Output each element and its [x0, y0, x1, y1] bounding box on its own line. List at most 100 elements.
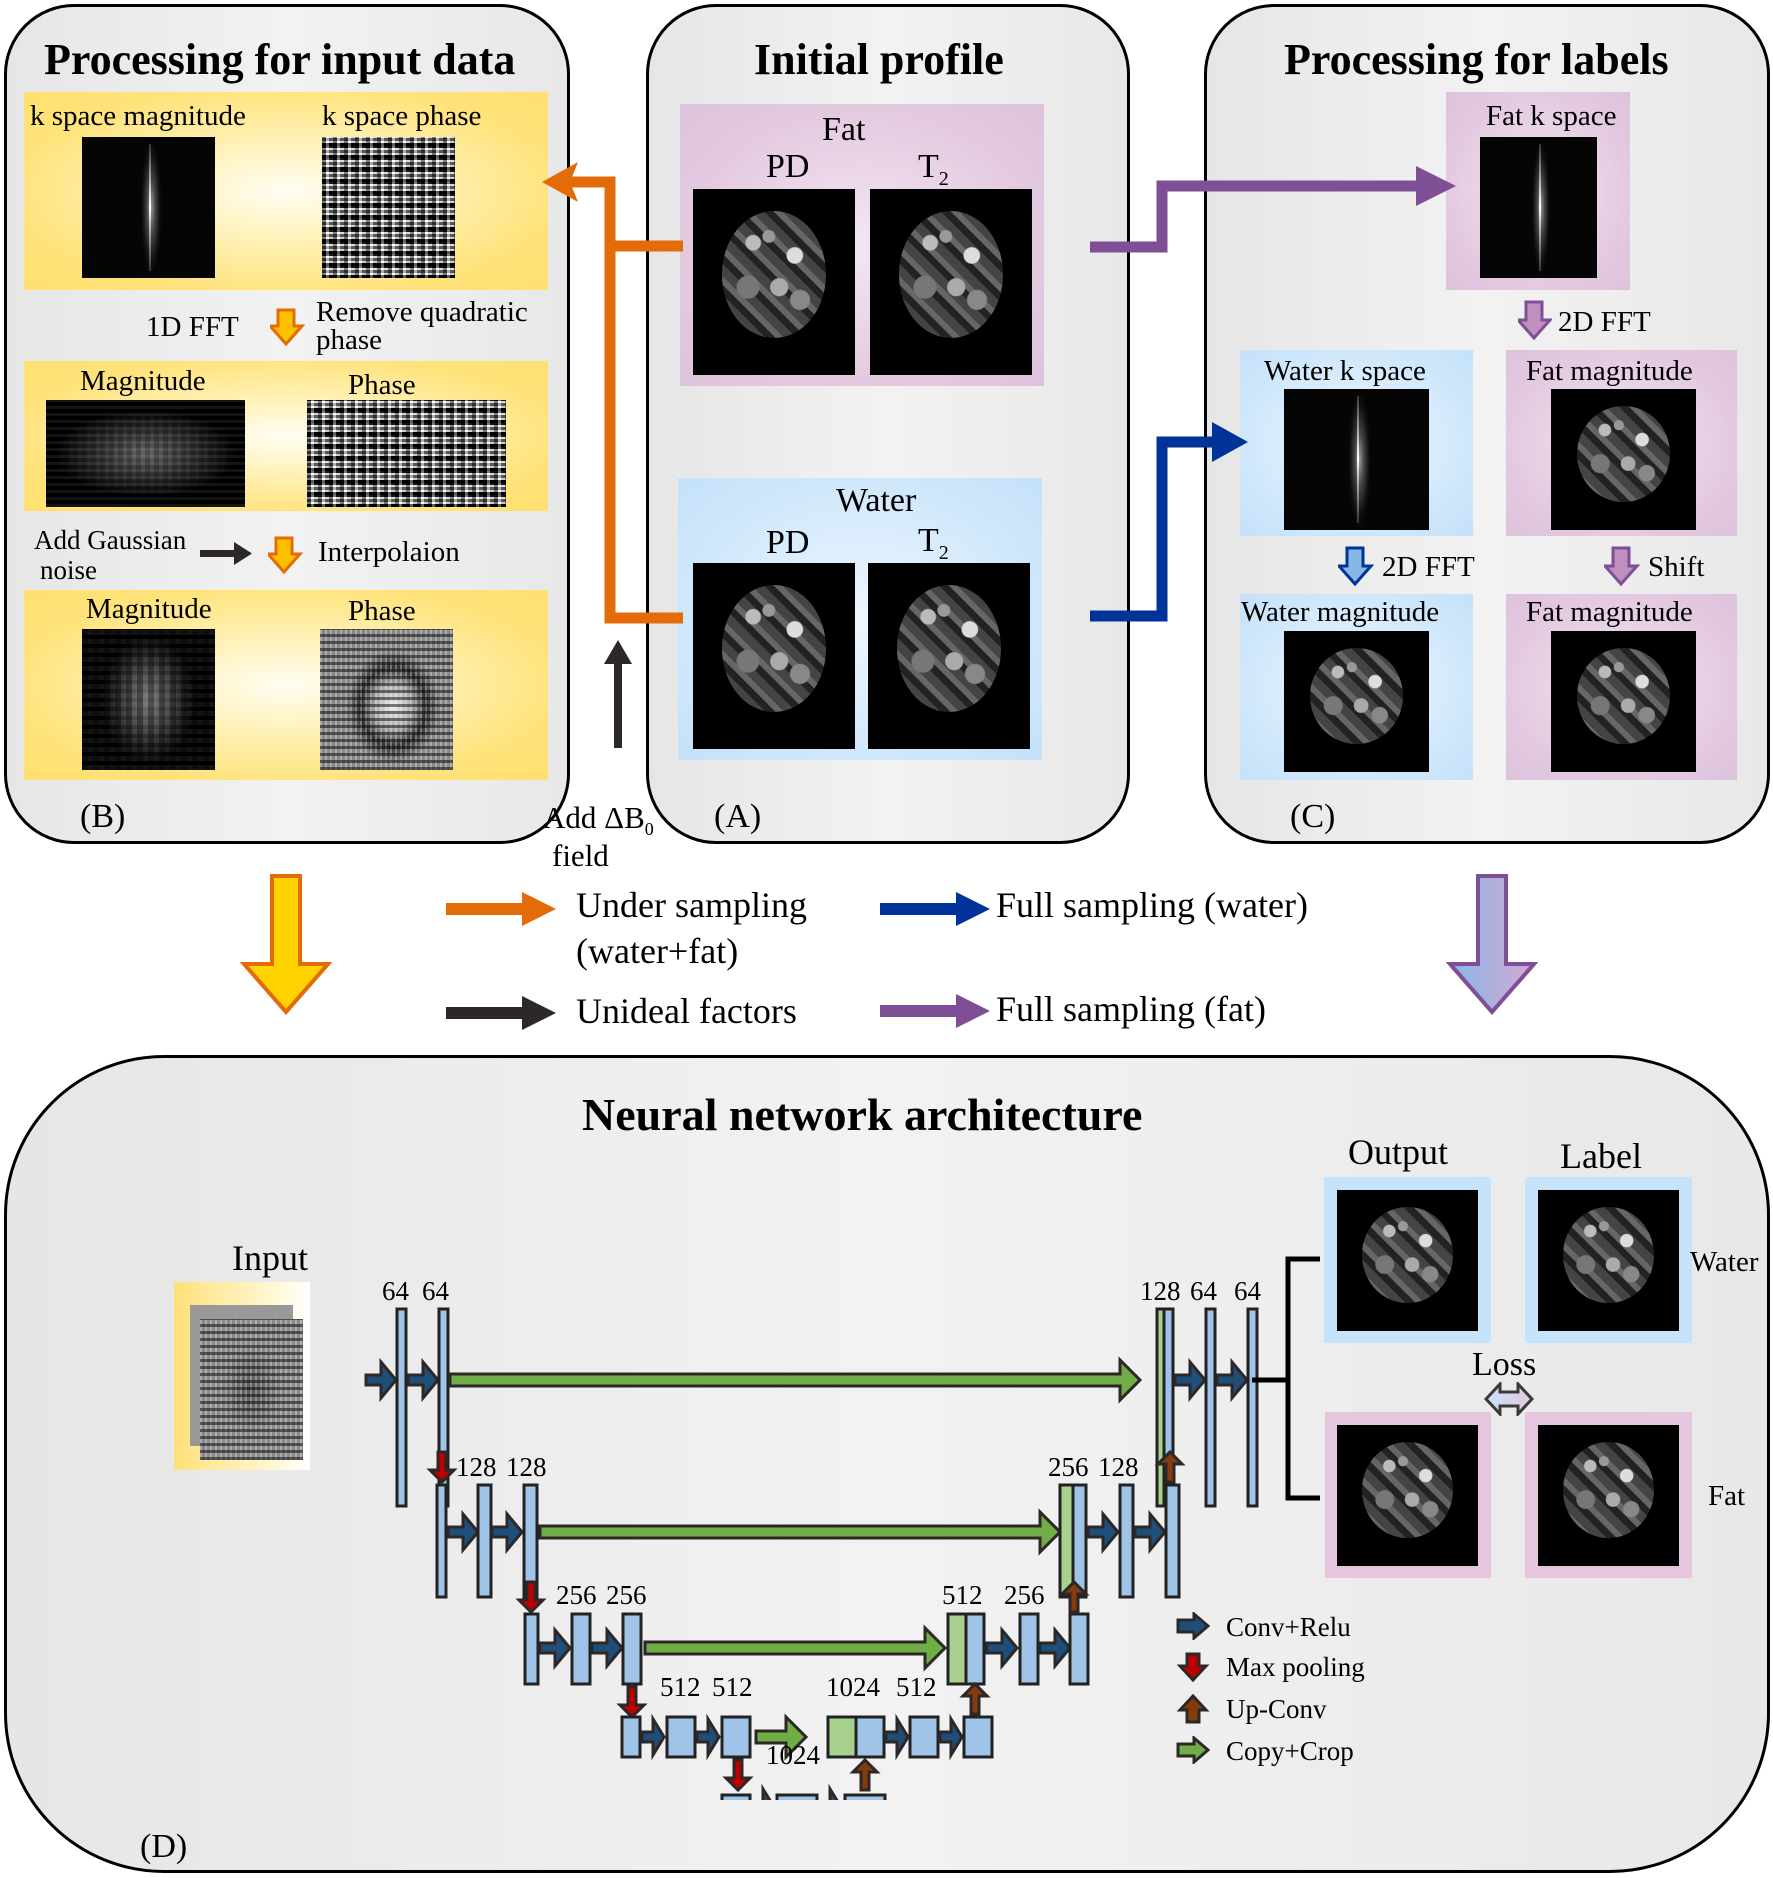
- big-down-arrow-yellow-icon: [240, 874, 332, 1016]
- copy-crop-arrow-icon: [1176, 1734, 1211, 1769]
- feature-map: [964, 1612, 986, 1686]
- unideal-up-arrow-icon: [604, 640, 632, 748]
- loss-label: Loss: [1472, 1346, 1537, 1383]
- panel-c-title: Processing for labels: [1284, 35, 1669, 84]
- conv-relu-arrow: [884, 1713, 910, 1761]
- feature-map: [665, 1715, 697, 1759]
- water-fft-label: 2D FFT: [1382, 551, 1475, 583]
- fat-output-label: Fat: [1708, 1480, 1746, 1512]
- t2-text: T: [918, 522, 939, 559]
- t2-subscript: 2: [938, 541, 949, 564]
- up-conv-arrow-icon: [1176, 1693, 1210, 1729]
- feature-map: [843, 1793, 887, 1800]
- panel-a-letter: (A): [714, 798, 762, 835]
- panel-d-title: Neural network architecture: [582, 1089, 1143, 1140]
- dec3-ch-1: 512: [942, 1580, 983, 1610]
- fat-magnitude-label-1: Fat magnitude: [1526, 355, 1693, 387]
- under-sampling-flow-arrow: [542, 162, 683, 624]
- kspace-phase-label: k space phase: [322, 100, 482, 132]
- up-conv-arrow: [1058, 1579, 1090, 1614]
- unet-legend-label: Conv+Relu: [1226, 1612, 1351, 1642]
- fat-t2-label: T2: [918, 150, 949, 189]
- conv-relu-arrow: [695, 1713, 721, 1761]
- phase-image-1: [307, 400, 506, 507]
- up-conv-arrow: [1154, 1449, 1186, 1484]
- loss-double-arrow-icon: [1484, 1382, 1534, 1416]
- copy-crop-arrow: [643, 1624, 948, 1672]
- label-water-image: [1538, 1190, 1679, 1331]
- conv-relu-arrow: [1215, 1357, 1249, 1403]
- fat-magnitude-label-2: Fat magnitude: [1526, 596, 1693, 628]
- feature-map: [523, 1612, 540, 1686]
- output-bracket: [1252, 1256, 1320, 1501]
- legend-unideal-arrow-icon: [446, 996, 556, 1030]
- feature-map: [1164, 1483, 1181, 1599]
- panel-c-letter: (C): [1290, 798, 1336, 835]
- dec3-ch-2: 256: [1004, 1580, 1045, 1610]
- fat-kspace-image: [1480, 137, 1597, 278]
- legend-under-sampling-label-2: (water+fat): [576, 931, 739, 971]
- conv-relu-arrow: [985, 1625, 1019, 1671]
- up-conv-arrow: [959, 1681, 991, 1716]
- conv-relu-arrow: [761, 1783, 772, 1800]
- conv-relu-arrow: [590, 1625, 624, 1671]
- fft-1d-label: 1D FFT: [146, 311, 239, 343]
- unet-legend-label: Max pooling: [1226, 1652, 1365, 1682]
- phase-label-2: Phase: [348, 595, 416, 627]
- fat-title: Fat: [822, 111, 866, 148]
- interpolation-label: Interpolaion: [318, 536, 460, 568]
- phase-image-2: [320, 629, 453, 770]
- noise-arrow-icon: [200, 542, 252, 565]
- panel-d-letter: (D): [140, 1828, 188, 1865]
- feature-map: [1204, 1307, 1217, 1508]
- water-kspace-image: [1284, 389, 1429, 530]
- feature-map-copied: [826, 1715, 858, 1759]
- water-t2-image: [868, 563, 1030, 749]
- delta-b0-label: Add ΔB0: [543, 802, 654, 838]
- feature-map: [395, 1307, 408, 1508]
- conv-relu-arrow: [1133, 1509, 1167, 1555]
- legend-under-sampling-label: Under sampling: [576, 885, 807, 925]
- conv-relu-arrow: [446, 1509, 480, 1555]
- enc1-ch-1: 64: [382, 1276, 409, 1306]
- magnitude-image-2: [82, 629, 215, 770]
- full-sampling-water-flow-arrow: [1090, 422, 1248, 622]
- conv-relu-arrow: [640, 1713, 666, 1761]
- delta-b0-text: Add ΔB: [543, 800, 645, 835]
- legend-full-water-arrow-icon: [880, 892, 990, 926]
- input-image-front: [200, 1319, 303, 1460]
- panel-a-title: Initial profile: [754, 35, 1004, 84]
- conv-relu-arrow-icon: [1176, 1610, 1211, 1645]
- panel-b-letter: (B): [80, 798, 126, 835]
- feature-map: [570, 1612, 592, 1686]
- bottom-ch: 1024: [766, 1740, 820, 1770]
- water-pd-label: PD: [766, 524, 810, 561]
- feature-map: [1118, 1483, 1135, 1599]
- unet-legend-label: Copy+Crop: [1226, 1736, 1354, 1766]
- max-pooling-arrow-icon: [1176, 1652, 1210, 1687]
- label-label: Label: [1560, 1136, 1642, 1176]
- unet-diagram: [364, 1307, 1259, 1800]
- enc3-ch-1: 256: [556, 1580, 597, 1610]
- conv-relu-arrow: [1086, 1509, 1120, 1555]
- water-kspace-label: Water k space: [1264, 355, 1426, 387]
- max-pooling-arrow: [426, 1450, 458, 1485]
- kspace-magnitude-label: k space magnitude: [30, 100, 246, 132]
- fat-magnitude-image-1: [1551, 389, 1696, 530]
- copy-crop-arrow: [448, 1356, 1143, 1404]
- fat-pd-image: [693, 189, 855, 375]
- magnitude-label-1: Magnitude: [80, 365, 206, 397]
- remove-quadratic-label-2: phase: [316, 324, 383, 356]
- remove-quadratic-label: Remove quadratic: [316, 296, 528, 328]
- feature-map-copied: [946, 1612, 968, 1686]
- max-pooling-arrow: [616, 1685, 648, 1720]
- enc1-ch-2: 64: [422, 1276, 449, 1306]
- down-arrow-blue-icon: [1338, 546, 1374, 587]
- t2-text: T: [918, 148, 939, 185]
- feature-map: [1018, 1612, 1040, 1686]
- copy-crop-arrow: [538, 1508, 1063, 1556]
- fat-fft-label: 2D FFT: [1558, 306, 1651, 338]
- output-label: Output: [1348, 1132, 1449, 1172]
- water-magnitude-label: Water magnitude: [1241, 596, 1440, 628]
- feature-map: [908, 1715, 940, 1759]
